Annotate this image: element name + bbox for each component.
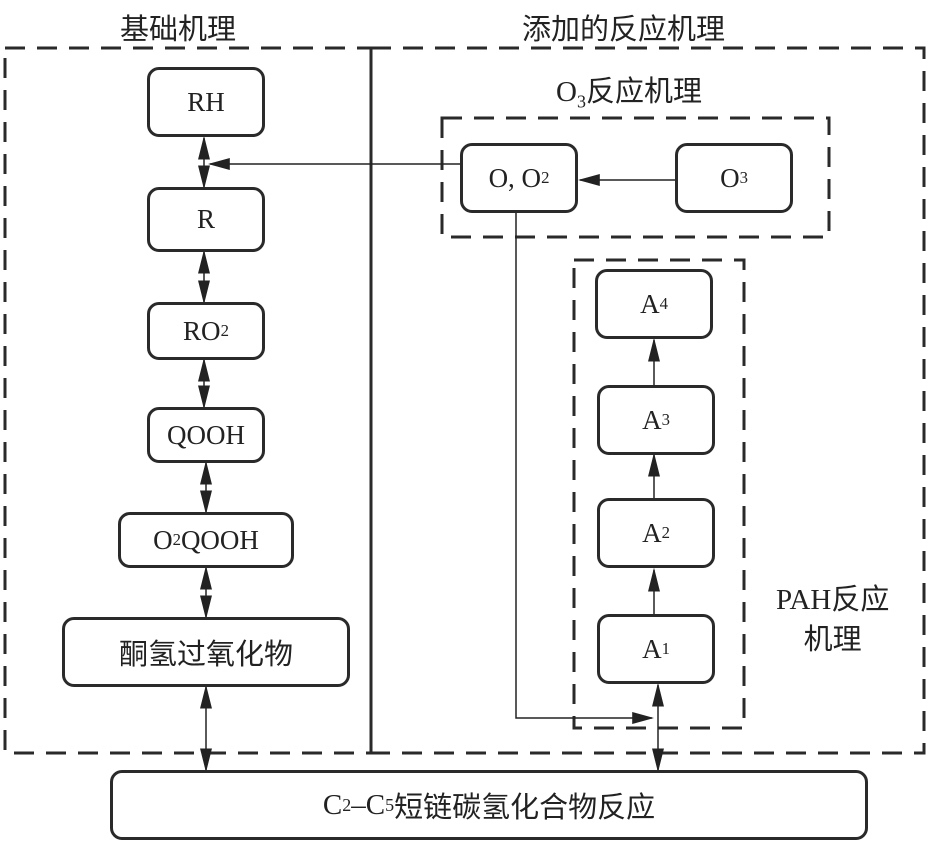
node-r-label: R [196, 204, 215, 234]
node-a2-label: A [642, 517, 662, 548]
node-qooh[interactable]: QOOH [147, 407, 265, 463]
node-r[interactable]: R [147, 187, 265, 252]
pah-title-line1: PAH反应 [776, 584, 890, 616]
node-qooh-label: QOOH [167, 419, 245, 450]
o3-mechanism-title: O3反应机理 [556, 68, 702, 110]
c2c5-dash: –C [351, 788, 386, 821]
node-o3-label: O [720, 162, 740, 193]
basic-mechanism-title: 基础机理 [120, 14, 237, 46]
o3-title-sub: 3 [576, 91, 586, 112]
added-mechanism-title: 添加的反应机理 [522, 14, 726, 46]
node-o2qooh-label: O [153, 524, 173, 555]
o3-mechanism-group [440, 116, 831, 239]
added-mechanism-group [369, 46, 926, 755]
node-rh[interactable]: RH [147, 67, 265, 137]
edge-oo2-to-a1-link [515, 212, 655, 724]
pah-title-line2: 机理 [803, 624, 862, 656]
node-a4-label: A [640, 288, 660, 319]
node-ketohydroperoxide[interactable]: 酮氢过氧化物 [62, 617, 350, 687]
pah-mechanism-title: PAH反应 机理 [776, 580, 889, 660]
c2c5-rest: 短链碳氢化合物反应 [394, 792, 656, 824]
node-rh-label: RH [187, 86, 225, 117]
node-ro2-label: RO [183, 315, 221, 346]
c2c5-prefix: C [322, 788, 343, 821]
node-a3-label: A [642, 404, 662, 435]
node-o2qooh-label-rest: QOOH [180, 524, 259, 555]
node-a1-label: A [642, 633, 662, 664]
o3-title-suffix: 反应机理 [585, 76, 702, 108]
node-o-o2-label: O, O [488, 162, 542, 193]
o3-title-prefix: O [556, 76, 577, 108]
node-keto-label: 酮氢过氧化物 [118, 639, 293, 671]
